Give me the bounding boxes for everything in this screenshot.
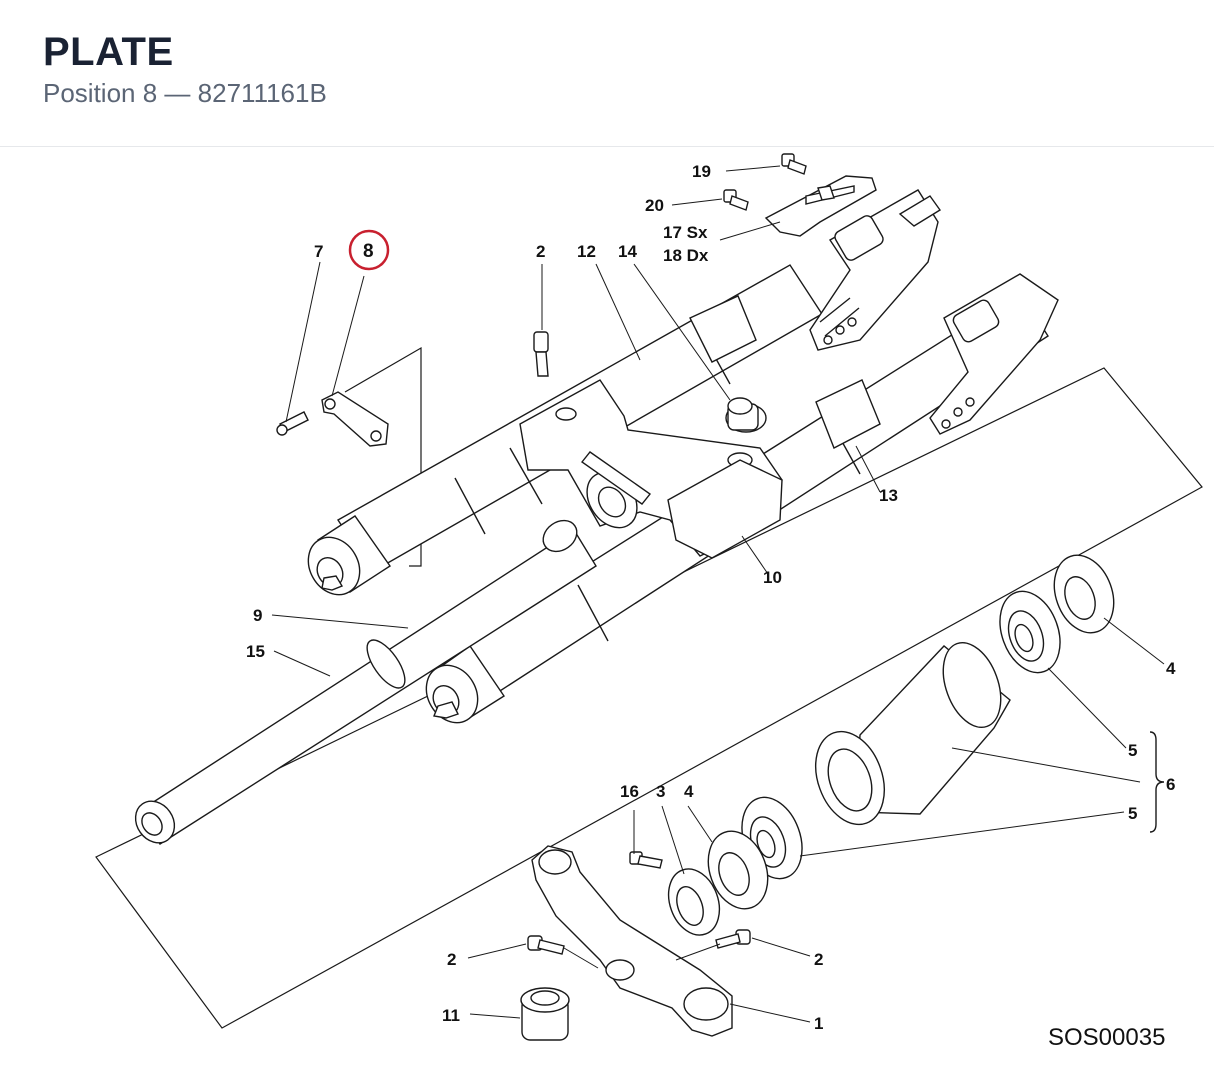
screw-part-7 bbox=[276, 411, 309, 436]
bearing-seal-part-4-right bbox=[1053, 554, 1115, 634]
screw-part-16 bbox=[629, 851, 663, 869]
label-2-left: 2 bbox=[447, 950, 456, 969]
page-header: PLATE Position 8 — 82711161B bbox=[0, 0, 1214, 147]
label-9: 9 bbox=[253, 606, 262, 625]
label-17: 17 Sx bbox=[663, 223, 708, 242]
label-10: 10 bbox=[763, 568, 782, 587]
label-20: 20 bbox=[645, 196, 664, 215]
leader-lines bbox=[271, 165, 1165, 1023]
plate-part-8 bbox=[321, 391, 389, 447]
upper-tube-clamp bbox=[809, 189, 942, 351]
bearing-part-5-upper bbox=[999, 590, 1061, 674]
part-number: 82711161B bbox=[197, 78, 327, 108]
screw-part-2-top bbox=[533, 331, 549, 377]
lower-yoke-part-1 bbox=[531, 845, 733, 1037]
dust-seal-part-4-left bbox=[707, 830, 769, 910]
head-tube-part-6 bbox=[815, 642, 1011, 826]
label-6: 6 bbox=[1166, 775, 1175, 794]
subtitle-separator: — bbox=[164, 78, 191, 108]
highlight-circle-8 bbox=[348, 229, 390, 271]
screw-part-2-left bbox=[527, 935, 565, 955]
upper-yoke-part-12 bbox=[519, 379, 783, 559]
callout-labels: 19 20 17 Sx 18 Dx 7 8 2 12 14 13 10 9 15… bbox=[246, 162, 1176, 1033]
label-12: 12 bbox=[577, 242, 596, 261]
steering-stem-part-15 bbox=[134, 519, 597, 845]
label-1: 1 bbox=[814, 1014, 823, 1033]
exploded-parts-diagram: 19 20 17 Sx 18 Dx 7 8 2 12 14 13 10 9 15… bbox=[95, 153, 1203, 1051]
page-subtitle: Position 8 — 82711161B bbox=[43, 78, 327, 109]
screw-part-2-right bbox=[715, 929, 751, 949]
label-15: 15 bbox=[246, 642, 265, 661]
label-5-upper: 5 bbox=[1128, 741, 1137, 760]
page-title: PLATE bbox=[43, 30, 174, 74]
nut-part-11 bbox=[520, 987, 570, 1041]
screw-part-19 bbox=[781, 153, 807, 175]
label-7: 7 bbox=[314, 242, 323, 261]
label-4-right: 4 bbox=[1166, 659, 1176, 678]
assembly-frame-main bbox=[95, 367, 1203, 1029]
label-19: 19 bbox=[692, 162, 711, 181]
screw-part-20 bbox=[723, 189, 749, 211]
label-16: 16 bbox=[620, 782, 639, 801]
label-5-lower: 5 bbox=[1128, 804, 1137, 823]
label-2-top: 2 bbox=[536, 242, 545, 261]
fork-cap-part-14 bbox=[725, 397, 767, 433]
label-4-left: 4 bbox=[684, 782, 694, 801]
group-bracket bbox=[1149, 731, 1165, 833]
label-14: 14 bbox=[618, 242, 637, 261]
position-label: Position 8 bbox=[43, 78, 158, 108]
label-2-right: 2 bbox=[814, 950, 823, 969]
label-3: 3 bbox=[656, 782, 665, 801]
ring-nut-part-3 bbox=[667, 868, 721, 936]
label-18: 18 Dx bbox=[663, 246, 709, 265]
label-13: 13 bbox=[879, 486, 898, 505]
bracket-parts-17-18 bbox=[764, 175, 877, 237]
label-11: 11 bbox=[442, 1006, 460, 1025]
label-8: 8 bbox=[363, 241, 374, 262]
assembly-frame-left bbox=[344, 346, 422, 567]
drawing-code: SOS00035 bbox=[1048, 1024, 1165, 1051]
